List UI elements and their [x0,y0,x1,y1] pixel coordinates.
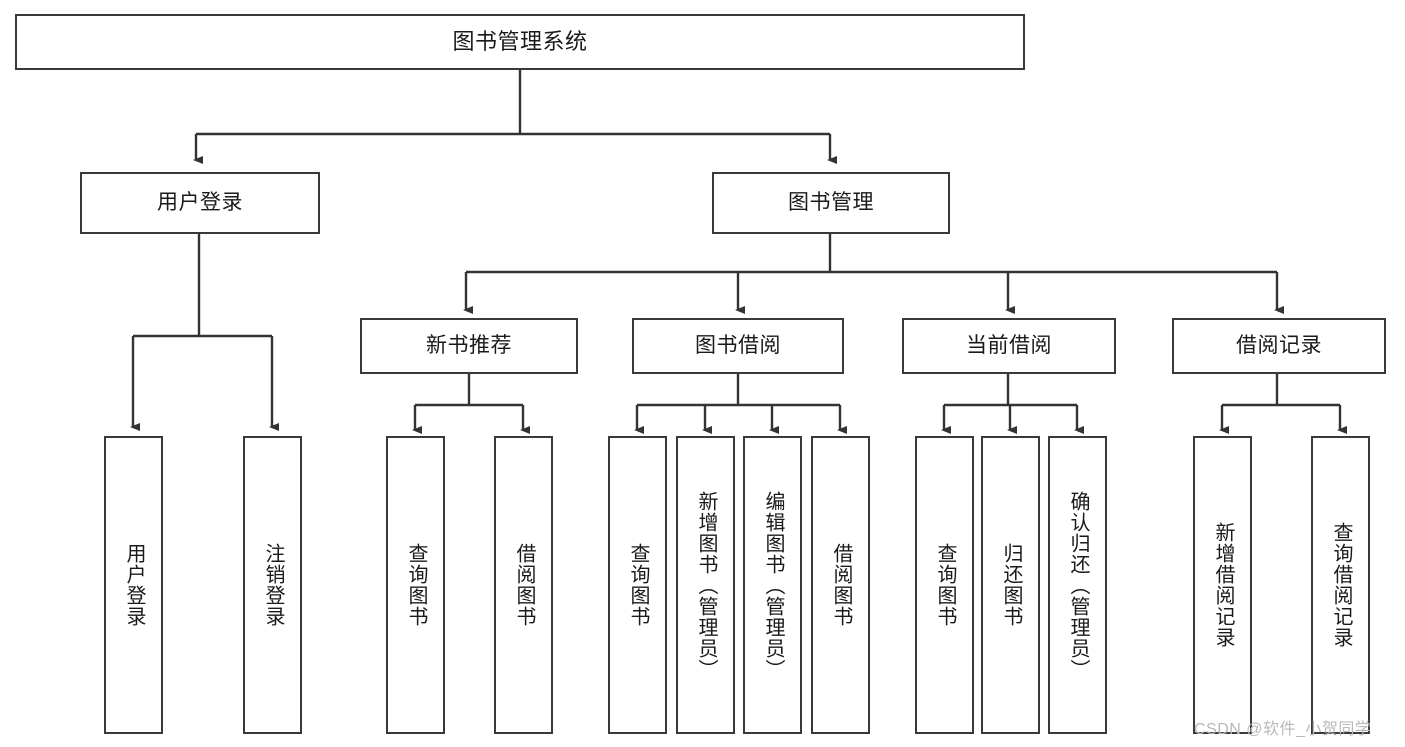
leaf-current-borrow-2[interactable]: 确认归还（管理员） [1048,436,1107,734]
node-new-book-recommend[interactable]: 新书推荐 [360,318,578,374]
csdn-watermark: CSDN @软件_小贺同学 [1194,721,1372,738]
node-root-book-management-system[interactable]: 图书管理系统 [15,14,1025,70]
leaf-current-borrow-0[interactable]: 查询图书 [915,436,974,734]
leaf-borrow-record-1-label: 查询借阅记录 [1330,522,1352,648]
node-book-borrow-label: 图书借阅 [695,334,781,358]
leaf-new-book-recommend-0[interactable]: 查询图书 [386,436,445,734]
node-borrow-record[interactable]: 借阅记录 [1172,318,1386,374]
leaf-user-login-0[interactable]: 用户登录 [104,436,163,734]
node-book-borrow[interactable]: 图书借阅 [632,318,844,374]
leaf-book-borrow-3-label: 借阅图书 [830,543,852,627]
leaf-book-borrow-3[interactable]: 借阅图书 [811,436,870,734]
leaf-book-borrow-0[interactable]: 查询图书 [608,436,667,734]
leaf-current-borrow-1-label: 归还图书 [1000,543,1022,627]
leaf-book-borrow-0-label: 查询图书 [627,543,649,627]
node-book-management-label: 图书管理 [788,191,874,215]
leaf-borrow-record-1[interactable]: 查询借阅记录 [1311,436,1370,734]
leaf-book-borrow-1[interactable]: 新增图书（管理员） [676,436,735,734]
node-user-login-label: 用户登录 [157,191,243,215]
node-new-book-recommend-label: 新书推荐 [426,334,512,358]
node-current-borrow[interactable]: 当前借阅 [902,318,1116,374]
leaf-new-book-recommend-1[interactable]: 借阅图书 [494,436,553,734]
leaf-user-login-0-label: 用户登录 [123,543,145,627]
node-book-management[interactable]: 图书管理 [712,172,950,234]
leaf-book-borrow-2-label: 编辑图书（管理员） [762,490,784,680]
leaf-current-borrow-2-label: 确认归还（管理员） [1067,490,1089,680]
leaf-current-borrow-1[interactable]: 归还图书 [981,436,1040,734]
node-root-label: 图书管理系统 [452,28,588,54]
leaf-book-borrow-1-label: 新增图书（管理员） [695,490,717,680]
leaf-book-borrow-2[interactable]: 编辑图书（管理员） [743,436,802,734]
node-borrow-record-label: 借阅记录 [1236,334,1322,358]
node-user-login[interactable]: 用户登录 [80,172,320,234]
leaf-user-login-1-label: 注销登录 [262,543,284,627]
leaf-borrow-record-0[interactable]: 新增借阅记录 [1193,436,1252,734]
leaf-new-book-recommend-1-label: 借阅图书 [513,543,535,627]
leaf-user-login-1[interactable]: 注销登录 [243,436,302,734]
leaf-current-borrow-0-label: 查询图书 [934,543,956,627]
node-current-borrow-label: 当前借阅 [966,334,1052,358]
leaf-new-book-recommend-0-label: 查询图书 [405,543,427,627]
leaf-borrow-record-0-label: 新增借阅记录 [1212,522,1234,648]
